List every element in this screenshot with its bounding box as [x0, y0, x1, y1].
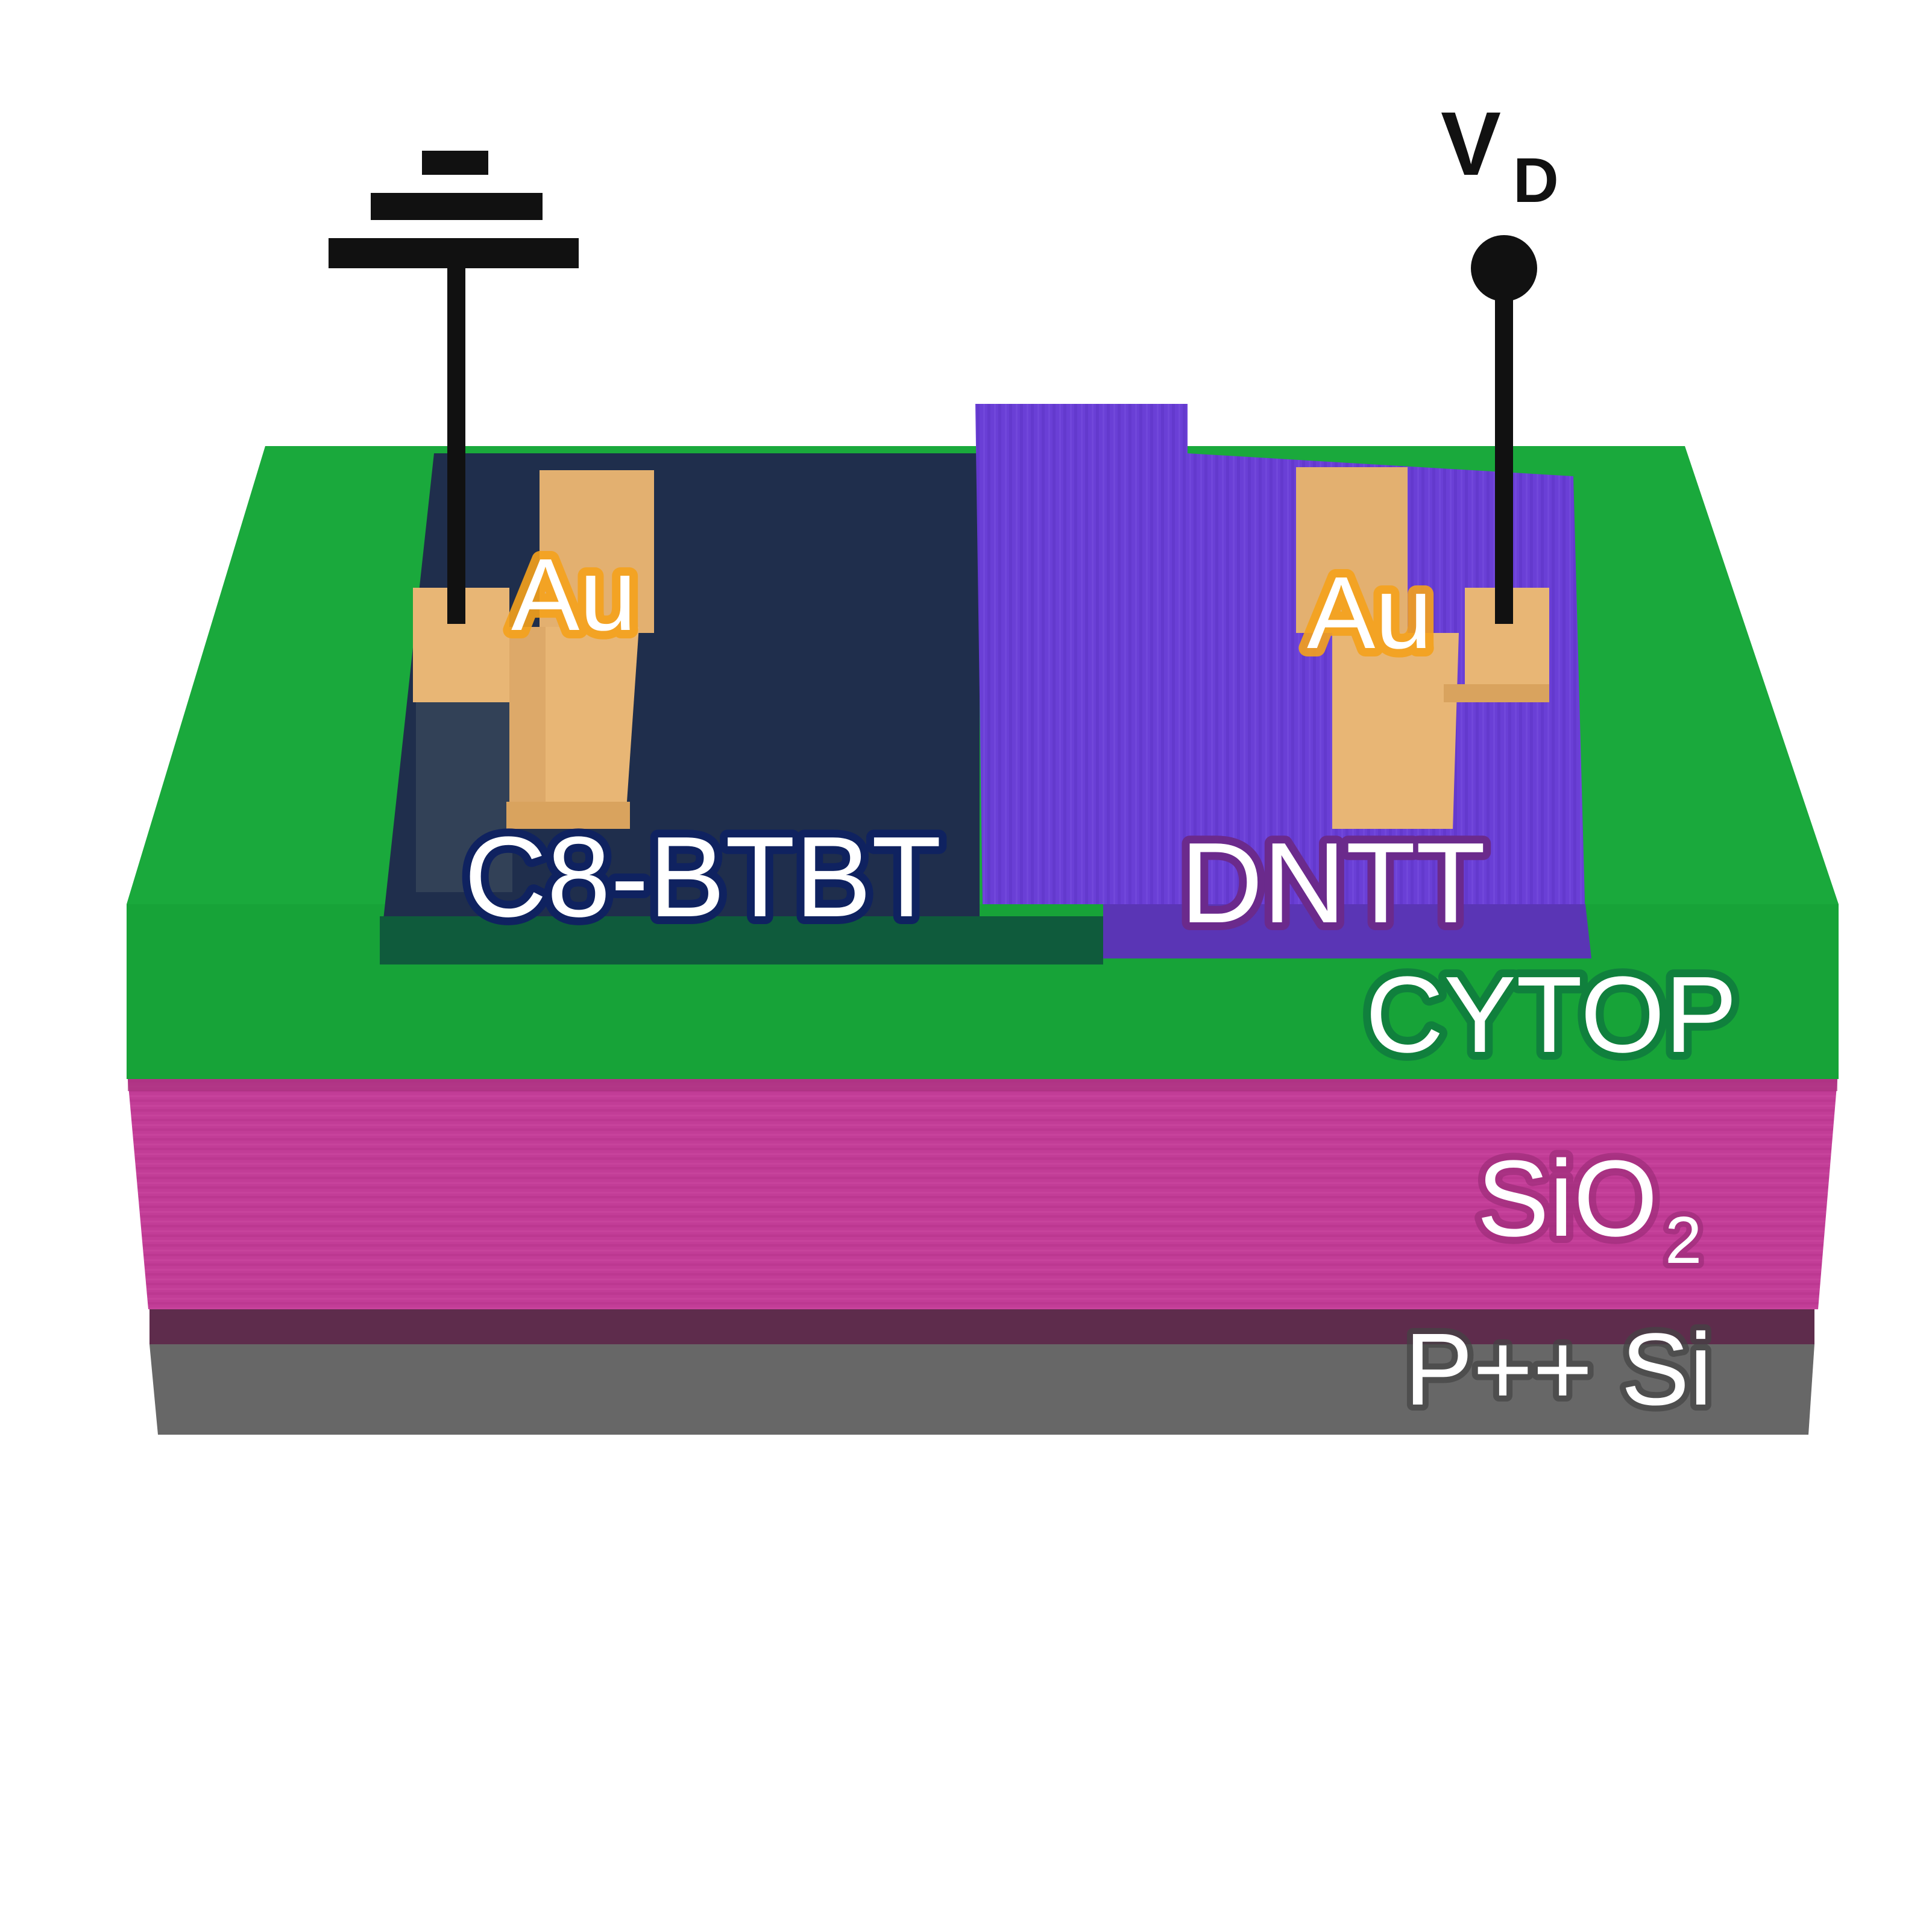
label-psi: P++ Si	[1405, 1312, 1712, 1427]
label-sio2-group: SiO SiO 2 2	[1470, 1131, 1707, 1283]
label-dntt-group: DNTT DNTT	[1172, 811, 1494, 955]
label-vd: V	[1441, 93, 1501, 194]
svg-text:C8-BTBT: C8-BTBT	[464, 813, 942, 941]
svg-text:Au: Au	[511, 538, 637, 652]
sio2-layer-front	[128, 1079, 1837, 1309]
psi-layer	[149, 1308, 1814, 1435]
psi-layer-front	[149, 1344, 1814, 1435]
psi-layer-top	[149, 1308, 1814, 1344]
svg-text:DNTT: DNTT	[1180, 819, 1486, 947]
label-dntt: DNTT	[1180, 819, 1486, 947]
drain-wire	[1495, 268, 1513, 624]
svg-text:2: 2	[1665, 1203, 1702, 1277]
label-sio2-subscript: 2	[1665, 1203, 1702, 1277]
label-psi-group: P++ Si P++ Si	[1399, 1306, 1718, 1433]
label-au-right: Au	[1307, 556, 1432, 670]
label-c8btbt-group: C8-BTBT C8-BTBT	[456, 805, 949, 949]
sio2-layer	[128, 1079, 1837, 1309]
label-au-right-group: Au Au	[1298, 547, 1441, 679]
label-vd-group: V D	[1441, 93, 1559, 216]
label-cytop-group: CYTOP CYTOP	[1358, 946, 1745, 1083]
svg-text:CYTOP: CYTOP	[1365, 954, 1737, 1075]
label-au-left: Au	[511, 538, 637, 652]
svg-text:P++ Si: P++ Si	[1405, 1312, 1712, 1427]
svg-text:Au: Au	[1307, 556, 1432, 670]
source-wire	[447, 268, 465, 624]
label-cytop: CYTOP	[1365, 954, 1737, 1075]
label-c8btbt: C8-BTBT	[464, 813, 942, 941]
au-electrode-left	[413, 470, 654, 829]
terminal-dot-icon	[1471, 235, 1537, 624]
ground-symbol-icon	[329, 151, 579, 624]
label-au-left-group: Au Au	[503, 529, 645, 661]
label-vd-subscript: D	[1513, 145, 1559, 216]
au-electrode-right	[1296, 467, 1549, 829]
svg-text:SiO: SiO	[1477, 1138, 1658, 1259]
label-sio2: SiO	[1477, 1138, 1658, 1259]
